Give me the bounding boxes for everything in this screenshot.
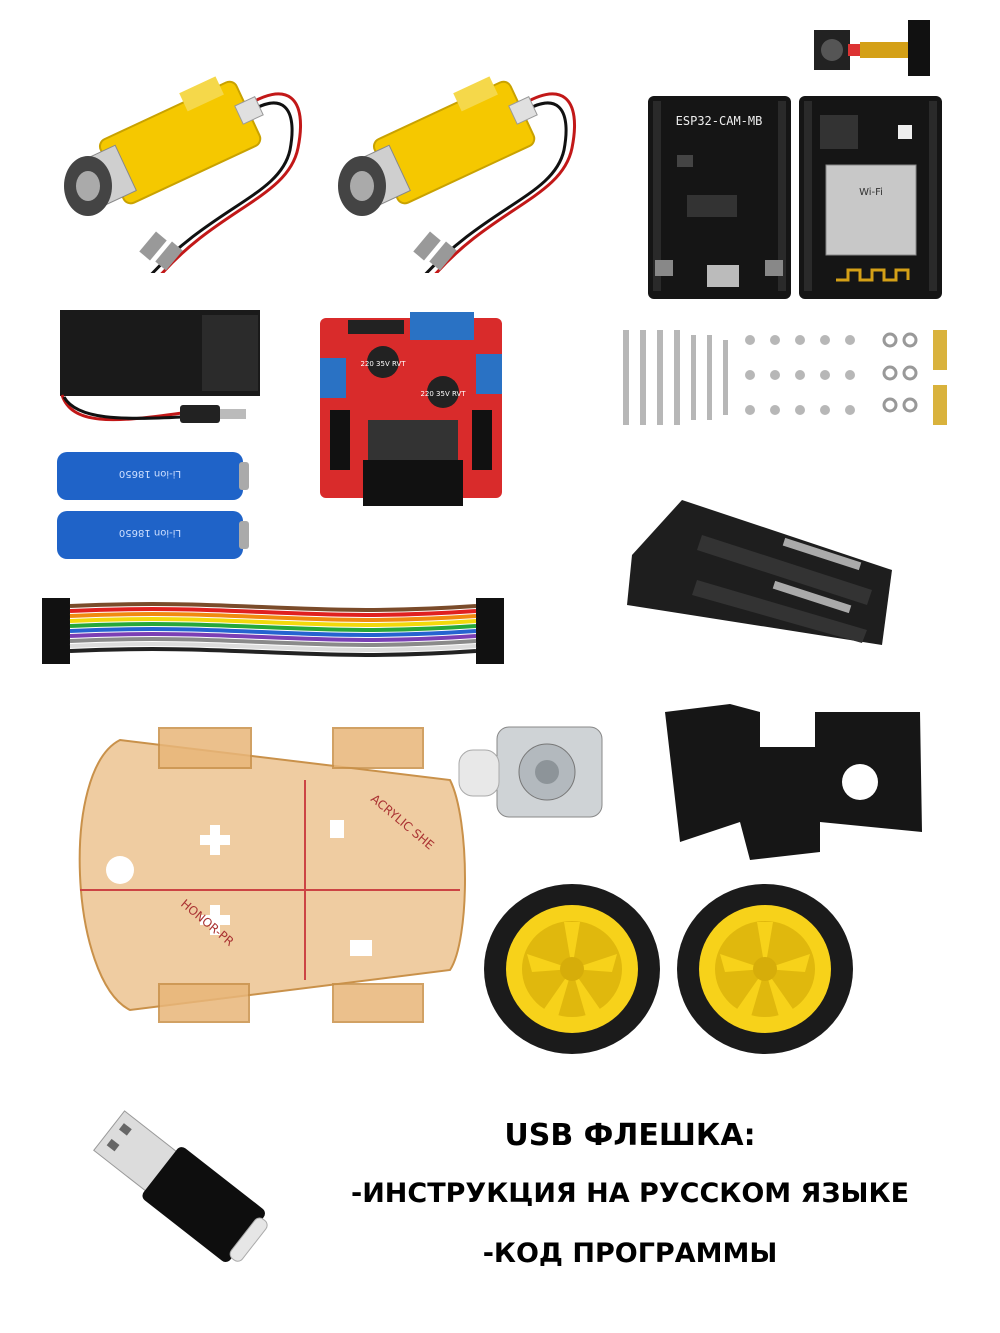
acrylic-bracket-1 bbox=[158, 727, 252, 769]
gear-motor-2 bbox=[322, 38, 584, 273]
usb-line-code: -КОД ПРОГРАММЫ bbox=[482, 1238, 778, 1269]
board-label: ESP32-CAM-MB bbox=[676, 114, 763, 128]
usb-flash-drive bbox=[72, 1090, 282, 1290]
acrylic-bracket-3 bbox=[158, 983, 250, 1023]
acrylic-bracket-2 bbox=[332, 727, 424, 769]
wheel-1 bbox=[482, 882, 662, 1056]
battery-holder bbox=[52, 305, 270, 433]
acrylic-bracket-4 bbox=[332, 983, 424, 1023]
wheel-2 bbox=[675, 882, 855, 1056]
battery-18650-1: Li-ion 18650 bbox=[55, 448, 251, 504]
battery-charger bbox=[622, 495, 897, 650]
caster-wheel bbox=[457, 722, 605, 822]
battery-2-label: Li-ion 18650 bbox=[119, 527, 181, 538]
l298n-driver-board: 220 35V RVT 220 35V RVT bbox=[318, 310, 504, 510]
module-label: Wi-Fi bbox=[859, 187, 883, 198]
esp32-cam-module: Wi-Fi bbox=[798, 95, 943, 300]
esp32-cam-mb-board: ESP32-CAM-MB bbox=[647, 95, 792, 300]
capacitor-2-label: 220 35V RVT bbox=[420, 390, 466, 398]
dupont-ribbon-cable bbox=[42, 598, 504, 668]
camera-mount-bracket bbox=[660, 702, 926, 860]
screws-nuts-set bbox=[615, 325, 965, 430]
camera-module bbox=[812, 18, 937, 80]
battery-18650-2: Li-ion 18650 bbox=[55, 507, 251, 563]
usb-line-instruction: -ИНСТРУКЦИЯ НА РУССКОМ ЯЗЫКЕ bbox=[350, 1178, 910, 1209]
acrylic-chassis-plate: ACRYLIC SHE HONOR-PR bbox=[60, 720, 470, 1025]
battery-1-label: Li-ion 18650 bbox=[119, 468, 181, 479]
usb-title: USB ФЛЕШКА: bbox=[504, 1118, 756, 1153]
capacitor-1-label: 220 35V RVT bbox=[360, 360, 406, 368]
gear-motor-1 bbox=[48, 38, 310, 273]
